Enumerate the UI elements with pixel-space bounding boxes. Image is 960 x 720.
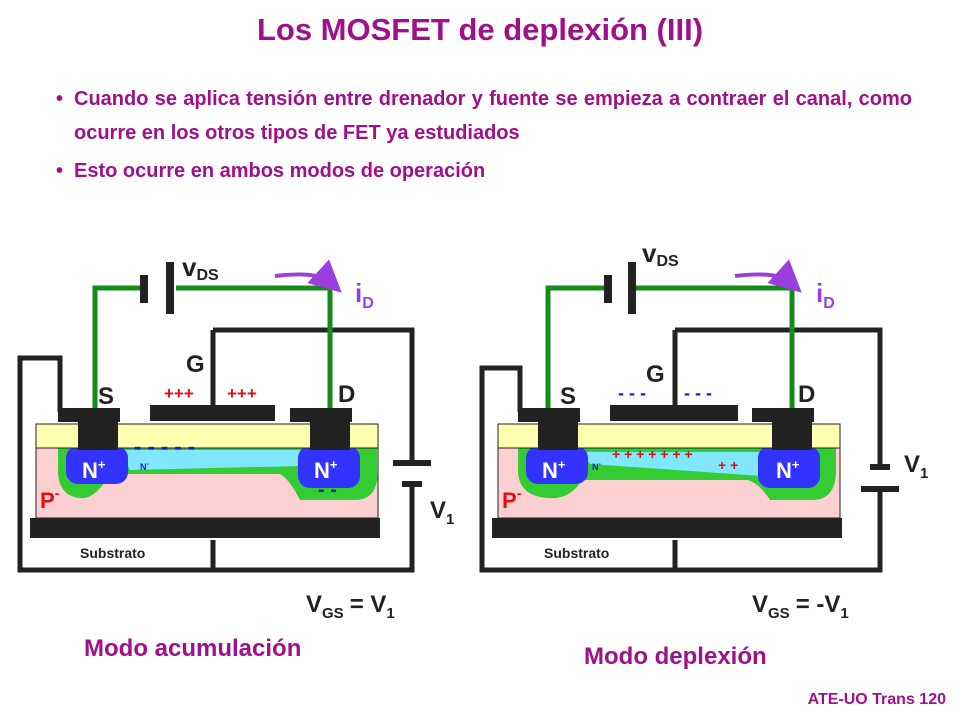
n-plus-drain <box>758 446 820 488</box>
n-plus-drain-label: N+ <box>776 457 800 483</box>
vds-label: vDS <box>642 238 679 270</box>
bullet-list: • Cuando se aplica tensión entre drenado… <box>56 82 912 192</box>
gate-charges: - - - <box>618 383 646 403</box>
bullet-text: Cuando se aplica tensión entre drenador … <box>74 88 912 144</box>
n-plus-source-label: N+ <box>82 457 106 483</box>
source-contact-post <box>78 420 118 450</box>
gate-charges: +++ <box>227 384 257 403</box>
v1-label: V1 <box>430 497 454 528</box>
p-minus-label: P- <box>502 485 522 513</box>
id-label: iD <box>355 278 374 312</box>
n-minus-label: N- <box>592 461 602 472</box>
drain-contact-post <box>772 420 812 450</box>
channel-region <box>120 450 300 470</box>
drain-label: D <box>798 381 815 408</box>
drain-charges: + + <box>718 457 738 473</box>
gate-electrode <box>150 405 275 421</box>
substrate-contact <box>492 518 842 538</box>
drain-charges: - - <box>318 479 337 501</box>
vds-label: vDS <box>182 252 219 284</box>
p-minus-label: P- <box>40 485 60 513</box>
n-plus-source-label: N+ <box>542 457 566 483</box>
n-plus-source <box>526 446 588 484</box>
substrate-label: Substrato <box>80 545 145 561</box>
channel-charges: - - - - - <box>134 434 195 459</box>
mode-label: Modo deplexión <box>584 643 767 670</box>
drain-contact <box>752 408 814 422</box>
n-plus-source <box>66 446 128 484</box>
left-circuit: vDS iD G S D +++ +++ - - - - - - - N+ N+… <box>17 252 454 662</box>
source-label: S <box>98 383 114 410</box>
gate-electrode <box>610 405 738 421</box>
drain-label: D <box>338 381 355 408</box>
gate-charges: +++ <box>164 384 194 403</box>
drain-contact <box>290 408 352 422</box>
gate-charges: - - - <box>684 383 712 403</box>
n-plus-drain <box>298 446 360 488</box>
v1-label: V1 <box>904 451 928 482</box>
channel-region <box>582 452 762 476</box>
vds-battery-short <box>140 275 148 303</box>
current-arrow <box>274 259 342 293</box>
gate-label: G <box>646 361 665 388</box>
channel-charges: + + + + + + + <box>612 446 693 462</box>
vds-battery-short <box>604 275 612 303</box>
bullet-text: Esto ocurre en ambos modos de operación <box>74 160 486 182</box>
right-circuit: vDS iD G S D - - - - - - + + + + + + + +… <box>479 238 928 670</box>
vds-battery-long <box>166 262 174 314</box>
substrate-contact <box>30 518 380 538</box>
n-minus-label: N- <box>140 461 150 472</box>
source-contact <box>58 408 120 422</box>
source-label: S <box>560 383 576 410</box>
drain-contact-post <box>310 420 350 450</box>
bullet-dot: • <box>56 88 64 110</box>
bullet-dot: • <box>56 160 64 182</box>
id-label: iD <box>816 278 835 312</box>
vgs-equation: VGS= -V1 <box>752 591 849 622</box>
source-contact-post <box>538 420 578 450</box>
n-plus-drain-label: N+ <box>314 457 338 483</box>
bullet-item: • Cuando se aplica tensión entre drenado… <box>56 82 912 150</box>
vgs-equation: VGS= V1 <box>306 591 395 622</box>
vds-battery-long <box>628 262 636 314</box>
page-title: Los MOSFET de deplexión (III) <box>256 12 704 47</box>
bullet-item: • Esto ocurre en ambos modos de operació… <box>56 154 912 188</box>
current-arrow <box>734 259 802 293</box>
slide-footer: ATE-UO Trans 120 <box>807 691 946 708</box>
substrate-label: Substrato <box>544 545 609 561</box>
source-contact <box>518 408 580 422</box>
gate-label: G <box>186 351 205 378</box>
mode-label: Modo acumulación <box>84 635 301 662</box>
